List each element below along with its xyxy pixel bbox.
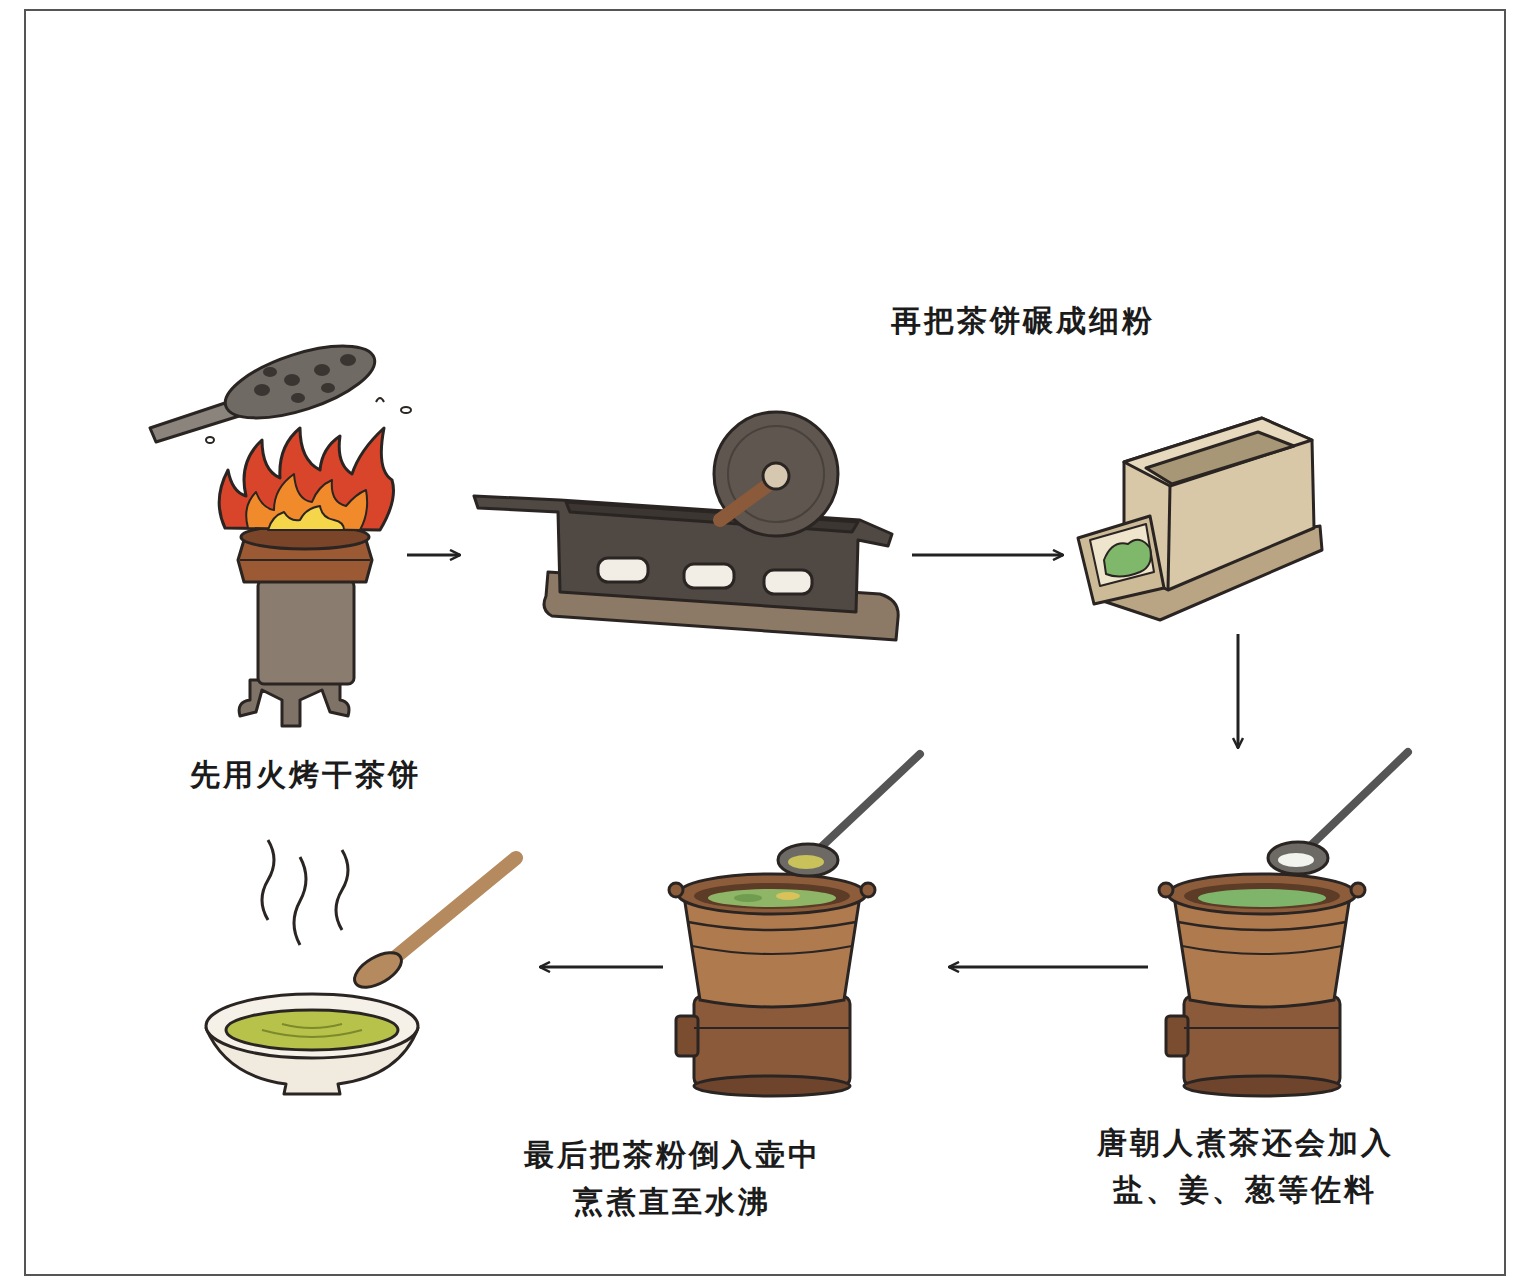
step-caption: 唐朝人煮茶还会加入 盐、姜、葱等佐料: [1085, 1120, 1405, 1213]
tea-roller: [474, 412, 898, 640]
pot-with-seasoning: [1159, 752, 1408, 1096]
roller-step: [472, 418, 900, 646]
tea-bowl: [206, 840, 516, 1094]
flow-arrow: [949, 966, 1148, 969]
seasoning-step: 唐朝人煮茶还会加入 盐、姜、葱等佐料: [1160, 760, 1418, 1085]
step-caption: 再把茶饼碾成细粉: [850, 298, 1195, 345]
flow-arrow: [912, 554, 1063, 557]
pot-with-tea-powder: [669, 754, 920, 1096]
frame: [25, 10, 1505, 1275]
flow-arrow: [407, 554, 460, 557]
boiling-step: 最后把茶粉倒入壶中 烹煮直至水沸: [675, 760, 937, 1085]
flow-arrow: [540, 966, 663, 969]
stove-step: 先用火烤干茶饼: [145, 345, 395, 730]
powder-box: [1078, 418, 1322, 620]
step-caption: 最后把茶粉倒入壶中 烹煮直至水沸: [512, 1132, 832, 1225]
grinding-step: 再把茶饼碾成细粉: [1075, 412, 1323, 622]
bowl-step: [200, 845, 528, 1095]
flow-arrow: [1237, 634, 1240, 748]
tea-stove: [150, 331, 411, 726]
step-caption: 先用火烤干茶饼: [160, 752, 450, 799]
